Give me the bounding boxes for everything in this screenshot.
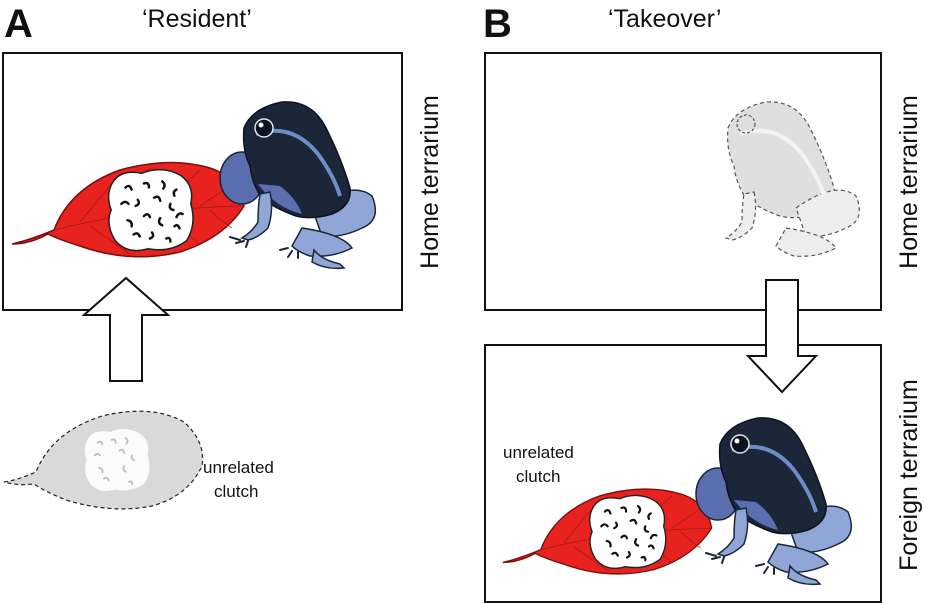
panel-b-top-side-label: Home terrarium — [895, 95, 923, 269]
panel-b-letter: B — [483, 2, 512, 46]
ghost-leaf-clutch — [3, 410, 204, 510]
panel-a: A ‘Resident’ unrelated clu — [2, 2, 444, 510]
down-arrow — [745, 279, 819, 394]
up-arrow — [81, 276, 171, 382]
clutch-label-a-line2: clutch — [214, 482, 258, 501]
clutch-label-a-line1: unrelated — [203, 458, 274, 477]
panel-a-letter: A — [4, 2, 33, 46]
ghost-frog — [724, 101, 860, 257]
panel-b: B ‘Takeover’ unrelated clutch Home terra… — [483, 2, 923, 603]
panel-a-side-label: Home terrarium — [416, 95, 444, 269]
clutch-label-b-line1: unrelated — [503, 443, 574, 462]
panel-b-title: ‘Takeover’ — [608, 5, 721, 33]
panel-a-title: ‘Resident’ — [142, 5, 252, 33]
panel-b-bottom-side-label: Foreign terrarium — [895, 379, 923, 571]
clutch-label-b-line2: clutch — [516, 467, 560, 486]
